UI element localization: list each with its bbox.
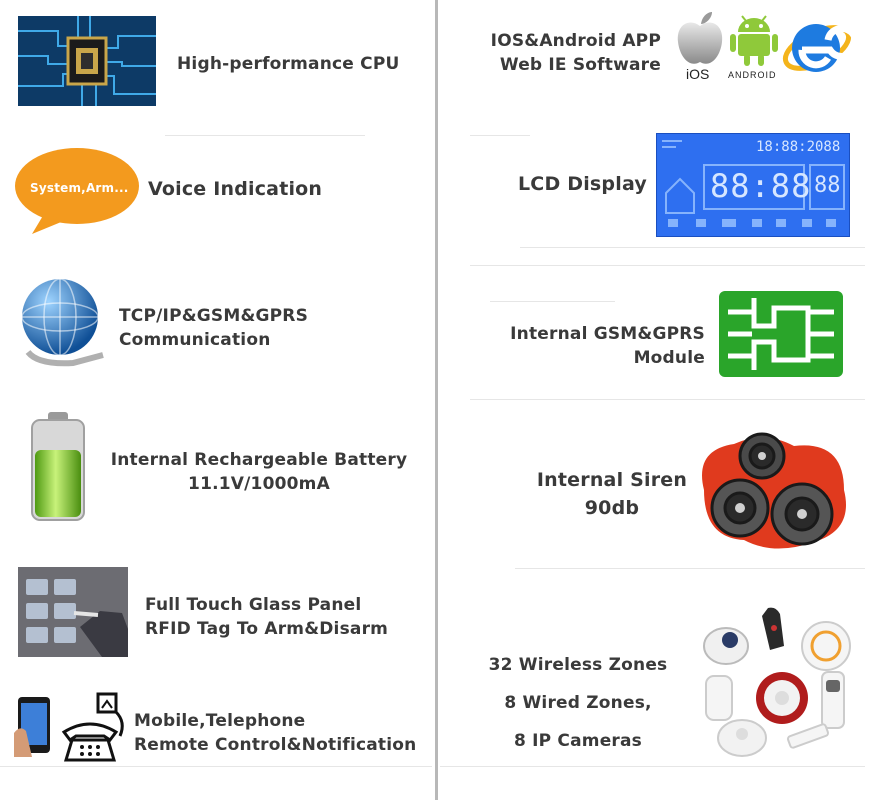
internet-explorer-icon <box>782 10 860 84</box>
feature-label: Internal Siren <box>536 469 688 491</box>
separator <box>490 301 615 302</box>
feature-label: 8 Wired Zones, <box>504 693 652 713</box>
separator <box>440 766 865 767</box>
lcd-display-icon: 18:88:2088 88:88 88 <box>655 132 851 238</box>
cpu-chip-icon <box>18 16 156 106</box>
feature-label: Full Touch Glass Panel <box>145 595 362 615</box>
globe-icon <box>18 277 108 367</box>
android-icon: ANDROID <box>728 12 780 84</box>
separator <box>470 265 865 266</box>
feature-label: Web IE Software <box>499 55 661 75</box>
feature-label: 11.1V/1000mA <box>188 474 330 494</box>
feature-label: TCP/IP&GSM&GPRS <box>119 306 309 326</box>
separator <box>470 399 865 400</box>
separator <box>0 766 432 767</box>
ios-badge: iOS <box>686 66 710 82</box>
feature-label: 90db <box>584 497 640 519</box>
feature-label: 8 IP Cameras <box>513 731 643 751</box>
android-badge: ANDROID <box>728 70 777 80</box>
feature-label: 32 Wireless Zones <box>488 655 668 675</box>
feature-label: RFID Tag To Arm&Disarm <box>145 619 389 639</box>
mobile-phone-icon <box>14 695 54 757</box>
feature-label: Voice Indication <box>148 178 323 200</box>
speakers-icon <box>694 430 850 552</box>
feature-label: LCD Display <box>518 173 647 195</box>
apple-icon: iOS <box>674 10 726 84</box>
phone-icon <box>60 692 130 764</box>
lcd-side-readout: 88 <box>814 173 841 198</box>
touch-panel-icon <box>18 567 128 657</box>
sensors-icon <box>700 606 860 766</box>
speech-bubble-icon <box>14 146 140 236</box>
battery-icon <box>28 410 88 525</box>
sim-card-icon <box>718 290 844 378</box>
lcd-main-readout: 88:88 <box>710 167 812 205</box>
feature-label: Internal GSM&GPRS <box>510 324 705 344</box>
feature-label: Remote Control&Notification <box>134 735 417 755</box>
separator <box>520 247 865 248</box>
feature-label: Internal Rechargeable Battery <box>110 450 408 470</box>
feature-label: Communication <box>119 330 271 350</box>
separator <box>470 135 530 136</box>
feature-label: High-performance CPU <box>177 54 400 74</box>
separator <box>165 135 365 136</box>
lcd-top-readout: 18:88:2088 <box>756 139 841 155</box>
feature-label: IOS&Android APP <box>490 31 661 51</box>
feature-label: Module <box>633 348 705 368</box>
column-divider <box>435 0 438 800</box>
feature-label: Mobile,Telephone <box>134 711 306 731</box>
separator <box>515 568 865 569</box>
bubble-text: System,Arm... <box>30 181 129 195</box>
